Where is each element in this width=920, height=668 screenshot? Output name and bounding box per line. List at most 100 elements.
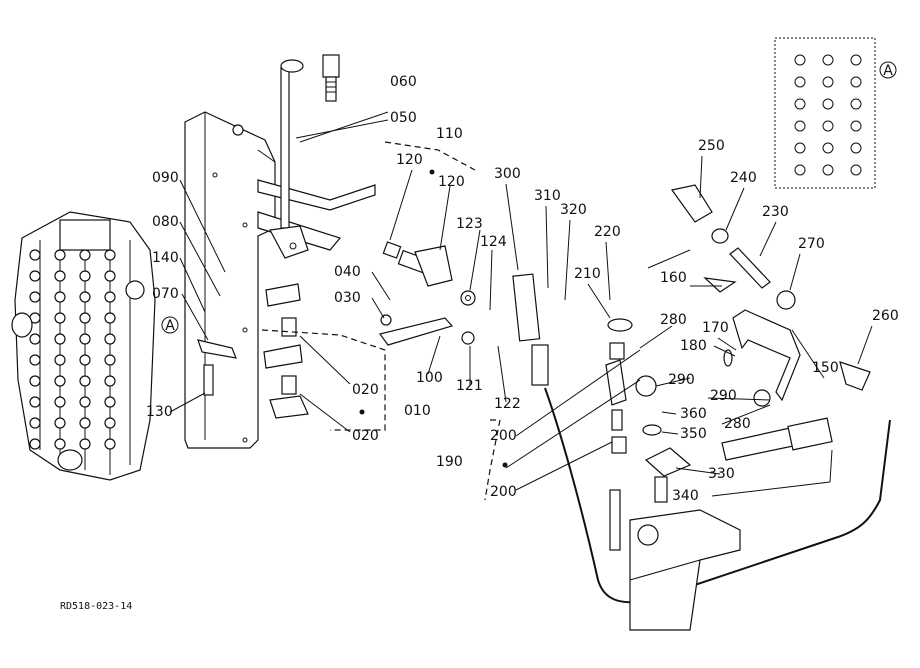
view-marker-left-text: A: [165, 318, 175, 334]
valve-port: [104, 354, 116, 366]
leader-line: [717, 337, 737, 351]
mounting-plate: [184, 111, 376, 449]
inset-port: [794, 98, 806, 110]
part-label-270: 270: [798, 236, 825, 252]
leader-line: [169, 392, 206, 413]
leader-line: [707, 397, 771, 401]
valve-port: [54, 438, 66, 450]
valve-port: [54, 333, 66, 345]
plate-100: [378, 314, 475, 346]
inset-port: [794, 164, 806, 176]
leader-line: [489, 249, 493, 311]
cable-300: [512, 273, 891, 604]
view-marker-inset: A: [879, 61, 897, 79]
leader-line: [179, 221, 221, 297]
view-marker-inset-text: A: [883, 63, 893, 79]
bolt-060: [322, 54, 340, 102]
part-label-320: 320: [560, 202, 587, 218]
part-label-122: 122: [494, 396, 521, 412]
leader-line: [505, 183, 519, 271]
valve-port: [104, 438, 116, 450]
part-label-250: 250: [698, 138, 725, 154]
valve-port: [54, 291, 66, 303]
valve-port: [29, 375, 41, 387]
leader-line: [605, 241, 611, 301]
bracket-010: [197, 283, 309, 419]
leader-line: [675, 467, 721, 475]
part-label-020a: 020: [352, 382, 379, 398]
leader-line: [661, 411, 677, 415]
valve-port: [54, 270, 66, 282]
part-label-210: 210: [574, 266, 601, 282]
valve-port: [54, 396, 66, 408]
leader-line: [469, 229, 481, 291]
leader-line: [647, 249, 691, 269]
leader-line: [515, 441, 613, 491]
valve-port: [79, 249, 91, 261]
valve-port: [104, 396, 116, 408]
valve-port: [79, 270, 91, 282]
valve-port: [79, 396, 91, 408]
part-label-160: 160: [660, 270, 687, 286]
inset-port: [850, 164, 862, 176]
leader-line: [181, 293, 209, 341]
valve-port: [54, 417, 66, 429]
lever-rod-050: [269, 59, 309, 259]
valve-port: [54, 354, 66, 366]
leader-line: [661, 431, 679, 435]
leader-line: [699, 155, 703, 199]
leader-lines: [169, 111, 873, 497]
leader-line: [427, 335, 441, 375]
inset-port: [794, 76, 806, 88]
part-label-150: 150: [812, 360, 839, 376]
inset-port: [850, 54, 862, 66]
valve-port: [29, 270, 41, 282]
part-label-350: 350: [680, 426, 707, 442]
part-label-300: 300: [494, 166, 521, 182]
part-label-090: 090: [152, 170, 179, 186]
leader-line: [791, 329, 825, 379]
valve-port: [104, 312, 116, 324]
part-label-040: 040: [334, 264, 361, 280]
leader-line: [725, 187, 745, 231]
part-label-121: 121: [456, 378, 483, 394]
part-label-030: 030: [334, 290, 361, 306]
bushings-120: [382, 241, 476, 306]
leader-line: [587, 283, 611, 319]
part-label-080: 080: [152, 214, 179, 230]
part-label-070: 070: [152, 286, 179, 302]
leader-line: [505, 379, 641, 469]
part-label-290a: 290: [668, 372, 695, 388]
part-label-200a: 200: [490, 428, 517, 444]
valve-port: [79, 417, 91, 429]
valve-port: [79, 333, 91, 345]
valve-port: [104, 291, 116, 303]
part-label-260: 260: [872, 308, 899, 324]
view-marker-left: A: [161, 316, 179, 334]
part-label-170: 170: [702, 320, 729, 336]
leader-line: [829, 449, 833, 483]
inset-port: [822, 164, 834, 176]
part-label-180: 180: [680, 338, 707, 354]
inset-port: [850, 76, 862, 88]
leader-line: [497, 345, 507, 403]
inset-port: [850, 120, 862, 132]
inset-port: [794, 142, 806, 154]
part-label-123: 123: [456, 216, 483, 232]
valve-port: [104, 333, 116, 345]
part-label-100: 100: [416, 370, 443, 386]
callout-dots: [359, 169, 508, 468]
valve-port: [79, 375, 91, 387]
valve-port: [79, 438, 91, 450]
leader-line: [389, 169, 413, 241]
leader-line: [179, 179, 226, 273]
valve-port: [29, 417, 41, 429]
valve-port: [104, 417, 116, 429]
part-label-110: 110: [436, 126, 463, 142]
valve-port: [104, 270, 116, 282]
leader-line: [789, 253, 801, 291]
part-label-120a: 120: [396, 152, 423, 168]
valve-port: [104, 375, 116, 387]
leader-line: [655, 377, 691, 387]
